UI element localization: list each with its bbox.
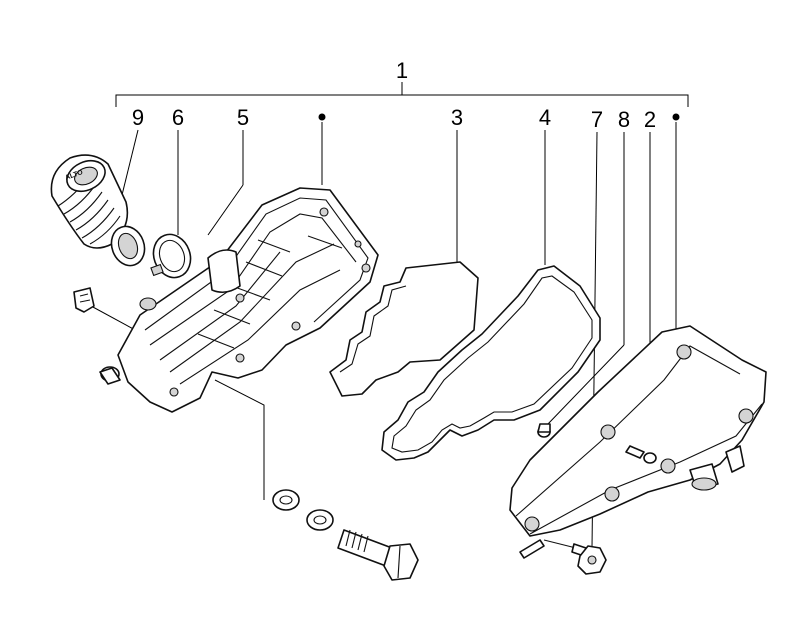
air-filter-cover [509, 325, 767, 537]
cover-bosses [524, 344, 754, 532]
callout-7: 7 [591, 107, 603, 132]
filter-gasket [381, 265, 601, 461]
mounting-hardware [272, 489, 419, 581]
callout-9: 9 [132, 105, 144, 130]
reference-dot-housing [318, 113, 326, 121]
reference-dot-cover [672, 113, 680, 121]
retaining-clip [73, 287, 95, 313]
air-filter-housing [99, 187, 379, 413]
cover-pin [537, 423, 551, 438]
hose-clamp [150, 233, 192, 279]
housing-bolt-holes [169, 207, 371, 397]
callout-1: 1 [396, 58, 408, 83]
callout-8: 8 [618, 107, 630, 132]
callout-5: 5 [237, 105, 249, 130]
cover-screw [625, 445, 657, 464]
callout-3: 3 [451, 105, 463, 130]
drain-plug [519, 539, 607, 575]
assembly-bracket [115, 82, 689, 107]
intake-duct: ALTO [50, 154, 146, 267]
callout-4: 4 [539, 105, 551, 130]
filter-element [329, 261, 479, 397]
bolt-head [383, 543, 419, 581]
callout-6: 6 [172, 105, 184, 130]
callout-2: 2 [644, 107, 656, 132]
